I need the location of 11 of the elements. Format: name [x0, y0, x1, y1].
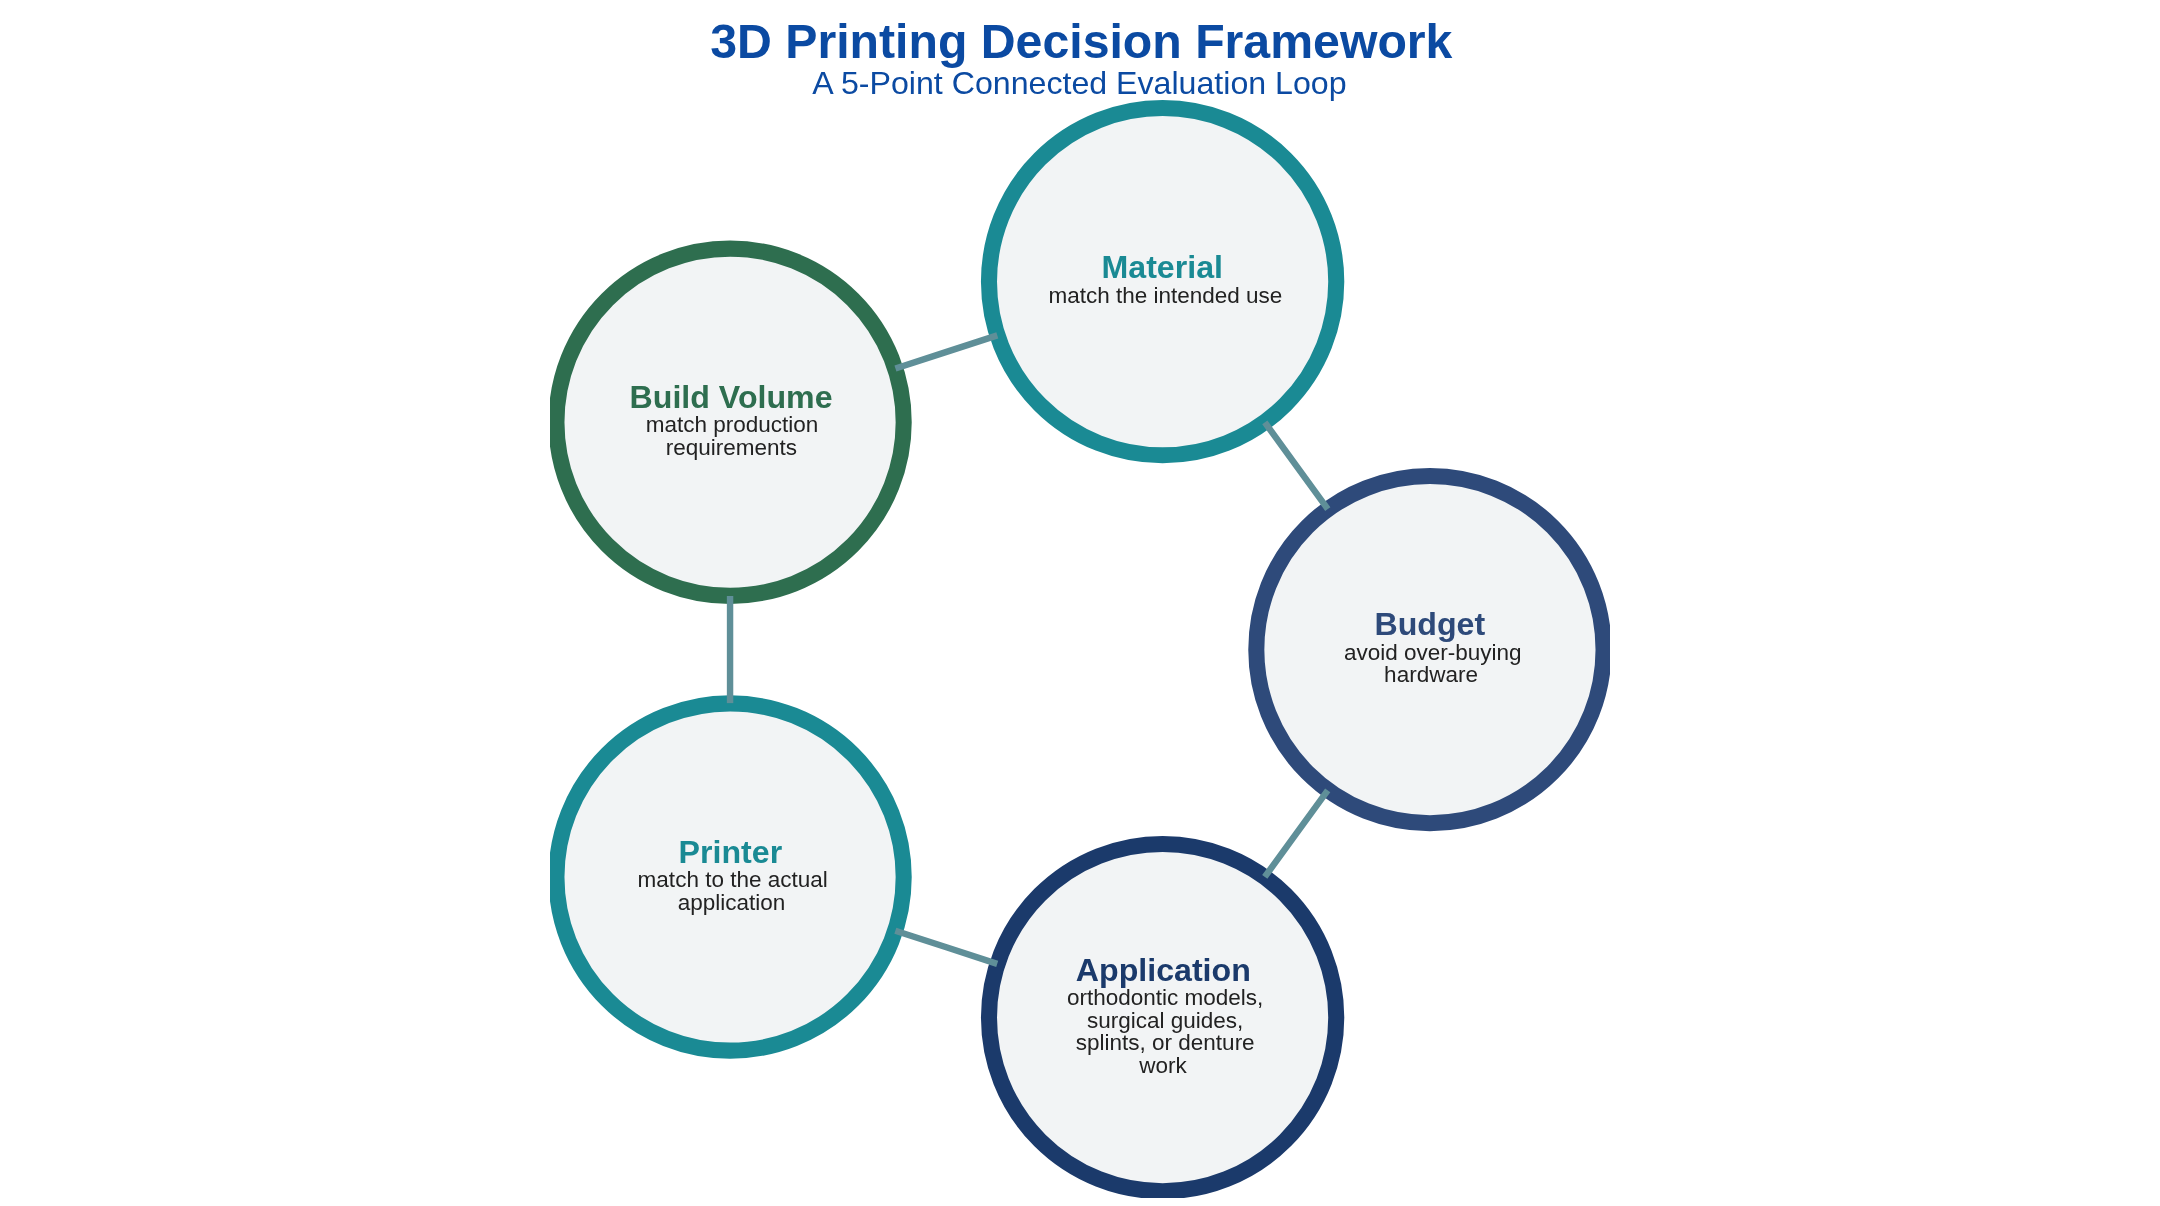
connector — [1262, 788, 1331, 879]
node-circle: Printer match to the actual application — [550, 695, 912, 1059]
node-circle: Build Volume match production requirements — [550, 240, 912, 604]
diagram-title: 3D Printing Decision Framework — [710, 14, 1453, 69]
node-circle: Budget avoid over-buying hardware — [1248, 467, 1610, 832]
node-circle: Application orthodontic models, surgical guides, splints, or denture work — [980, 835, 1345, 1198]
connector — [894, 927, 999, 967]
node-circle: Material match the intended use — [980, 100, 1345, 464]
connector — [1262, 420, 1331, 511]
connector — [894, 332, 999, 372]
connector — [726, 596, 734, 704]
